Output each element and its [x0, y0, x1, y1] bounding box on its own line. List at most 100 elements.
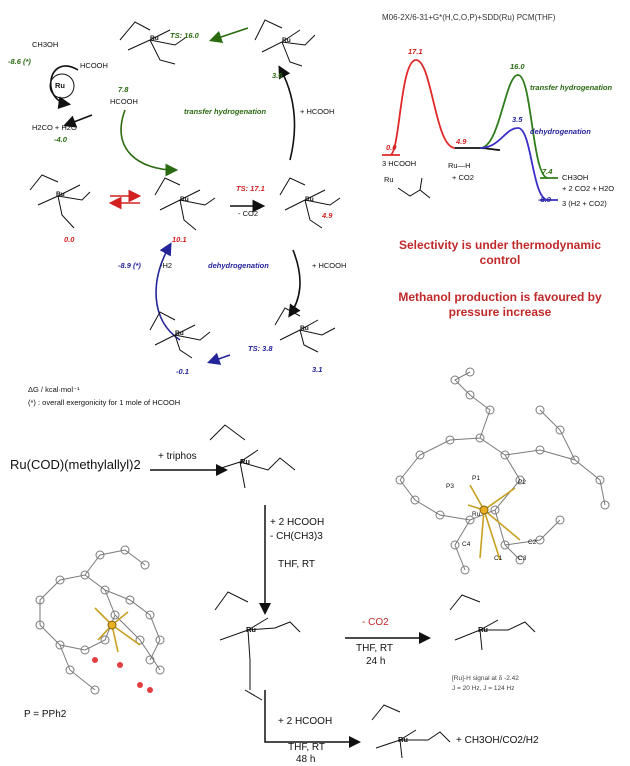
- profile-ru-o: Ru: [384, 175, 394, 184]
- complex-final: [371, 704, 451, 759]
- energy-31: 3.1: [312, 365, 323, 374]
- profile-prod1a: CH3OH: [562, 173, 589, 182]
- energy-profile: [382, 59, 558, 201]
- atom-ru-49: Ru: [305, 196, 314, 203]
- energy-101: 10.1: [172, 235, 187, 244]
- xray-c4: C4: [462, 541, 471, 548]
- energy-neg01: -0.1: [176, 367, 189, 376]
- complex-101: [154, 177, 216, 231]
- complex-31: [274, 307, 336, 353]
- energy-49: 4.9: [322, 211, 333, 220]
- profile-ruh: Ru—H: [448, 161, 471, 170]
- method-label: M06-2X/6-31+G*(H,C,O,P)+SDD(Ru) PCM(THF): [382, 13, 556, 22]
- xray-p2: P2: [518, 479, 526, 486]
- ru-cycle-circle: [49, 73, 75, 99]
- complex-49: [279, 177, 341, 229]
- hcooh-top-label: HCOOH: [80, 61, 108, 70]
- cycle-complexes: [29, 19, 341, 359]
- xray-structure-2: [35, 545, 165, 695]
- profile-49: 4.9: [456, 137, 467, 146]
- dg-unit-label: ΔG / kcal·mol⁻¹: [28, 385, 80, 394]
- minus-h2-label: -H2: [160, 261, 173, 270]
- ru-formate-struct: [397, 177, 431, 199]
- xray-o-d: [147, 687, 153, 693]
- profile-prod1b: + 2 CO2 + H2O: [562, 184, 615, 193]
- synth-start: Ru(COD)(methylallyl)2: [10, 457, 141, 472]
- ch3oh-label: CH3OH: [32, 40, 59, 49]
- synth-note2: J = 20 Hz, J = 124 Hz: [452, 685, 515, 692]
- synth-note1: [Ru]-H signal at δ -2.42: [452, 675, 519, 682]
- ts38-label: TS: 3.8: [248, 344, 273, 353]
- arrow-left-up-blue: [155, 242, 181, 341]
- profile-74: 7.4: [542, 167, 553, 176]
- h2co-h2o-label: H2CO + H2O: [32, 123, 77, 132]
- profile-blue: [479, 127, 549, 201]
- synth-48h: 48 h: [296, 754, 316, 765]
- arrow-bottom-blue: [206, 352, 231, 365]
- atom-ru-diformate: Ru: [246, 625, 256, 634]
- atom-ru-allyl: Ru: [240, 457, 250, 466]
- ru-cycle-label: Ru: [55, 81, 65, 90]
- atom-ru-neg01: Ru: [175, 330, 184, 337]
- arrow-right-down: [288, 249, 301, 318]
- atom-ru-101: Ru: [180, 196, 189, 203]
- atom-ru-31: Ru: [300, 325, 309, 332]
- complex-00: [29, 174, 91, 229]
- energy-78: 7.8: [118, 85, 129, 94]
- arrow-upper-left-green: [120, 109, 179, 177]
- ts171-label: TS: 17.1: [236, 184, 265, 193]
- profile-prod2: 3 (H2 + CO2): [562, 199, 607, 208]
- synth-plus-triphos: + triphos: [158, 451, 197, 462]
- arrow-hcooh2: [264, 690, 361, 748]
- p-definition: P = PPh2: [24, 709, 67, 720]
- profile-label-dehydro: dehydrogenation: [530, 127, 591, 136]
- energy-00: 0.0: [64, 235, 75, 244]
- xray-structure-1: [395, 367, 610, 575]
- xray-core-1: [467, 484, 521, 561]
- complex-36: [254, 19, 316, 67]
- profile-black: [455, 147, 501, 151]
- synth-24h: 24 h: [366, 656, 386, 667]
- energy-36: 3.6: [272, 71, 283, 80]
- synth-thf-rt: THF, RT: [278, 559, 316, 570]
- synthesis-complexes: [209, 424, 536, 759]
- cycle-arrows: [50, 27, 301, 365]
- energy-neg89: -8.9 (*): [118, 261, 141, 270]
- xray-o-c: [137, 682, 143, 688]
- atom-ru-36: Ru: [282, 37, 291, 44]
- transfer-h-label: transfer hydrogenation: [184, 107, 267, 116]
- complex-diformate: [214, 591, 301, 701]
- complex-ts16: [119, 21, 186, 65]
- profile-171: 17.1: [408, 47, 423, 56]
- dehydro-label: dehydrogenation: [208, 261, 269, 270]
- xray-ru-2: [107, 620, 117, 630]
- atom-ru-final: Ru: [398, 735, 408, 744]
- atom-ru-ts16: Ru: [150, 35, 159, 42]
- arrow-right-up: [278, 65, 296, 161]
- xray-c3: C3: [518, 555, 527, 562]
- arrow-top-green: [208, 27, 249, 44]
- xray-c2: C2: [528, 539, 537, 546]
- synth-thf-rt3: THF, RT: [288, 742, 326, 753]
- dg-note-label: (*) : overall exergonicity for 1 mole of…: [28, 398, 181, 407]
- synth-add-hcooh: + 2 HCOOH: [270, 517, 325, 528]
- synth-thf-rt2: THF, RT: [356, 643, 394, 654]
- profile-00: 0.0: [386, 143, 397, 152]
- xray-p1: P1: [472, 475, 480, 482]
- profile-start-species: 3 HCOOH: [382, 159, 417, 168]
- synthesis-arrows: [150, 464, 431, 748]
- profile-label-transfer: transfer hydrogenation: [530, 83, 613, 92]
- profile-35: 3.5: [512, 115, 523, 124]
- energy-neg86: -8.6 (*): [8, 57, 31, 66]
- xray-o-a: [92, 657, 98, 663]
- plus-hcooh-right: + HCOOH: [300, 107, 335, 116]
- profile-green: [479, 74, 549, 179]
- xray-core-2: [94, 607, 141, 653]
- ts16-label: TS: 16.0: [170, 31, 199, 40]
- complex-neg01: [149, 311, 211, 359]
- synth-products: + CH3OH/CO2/H2: [456, 735, 539, 746]
- plus-hcooh-lower: + HCOOH: [312, 261, 347, 270]
- hcooh-left-label: HCOOH: [110, 97, 138, 106]
